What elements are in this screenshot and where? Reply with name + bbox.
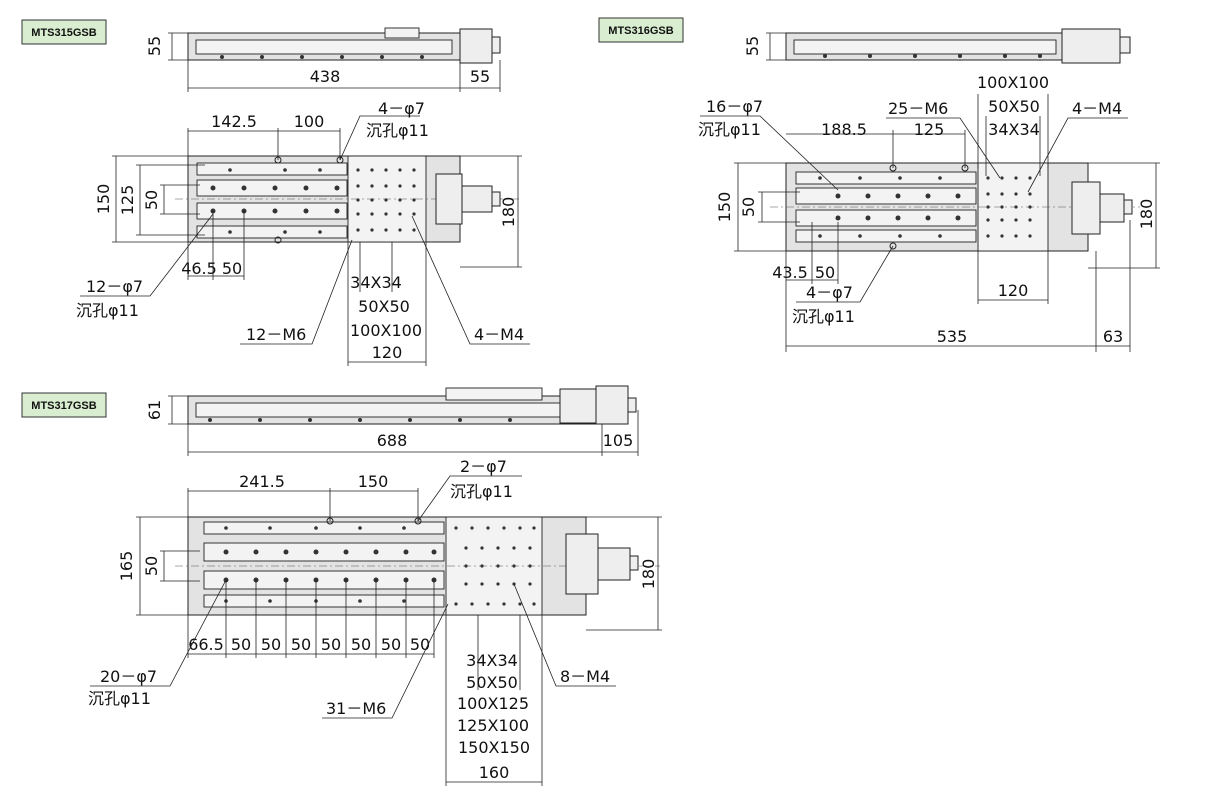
dim-120: 120: [998, 281, 1029, 300]
dim-pitch-5: 50: [351, 635, 371, 654]
dim-grid-125-100: 125X100: [457, 716, 529, 735]
model-badge-mts317: MTS317GSB: [21, 392, 107, 418]
callout-m4: 4－M4: [474, 325, 524, 344]
side-view-mts316: 55: [743, 28, 1131, 64]
side-view-mts315: 55 438 55: [145, 27, 501, 92]
dim-length: 688: [377, 431, 408, 450]
dim-165: 165: [117, 551, 136, 582]
dim-160: 160: [479, 763, 510, 782]
dim-length: 438: [310, 67, 341, 86]
callout-cb-label: 沉孔φ11: [450, 482, 513, 501]
dim-grid-34: 34X34: [988, 120, 1040, 139]
model-badge-mts316: MTS316GSB: [598, 17, 684, 43]
callout-holes-label: 沉孔φ11: [698, 120, 761, 139]
dim-pitch-2: 50: [261, 635, 281, 654]
callout-holes-count: 16－φ7: [706, 97, 763, 116]
dim-180: 180: [499, 197, 518, 228]
callout-m6: 31－M6: [326, 699, 386, 718]
top-view-mts315: 142.5 100 4－φ7 沉孔φ11 150 125 50 180: [76, 99, 530, 366]
callout-holes-label: 沉孔φ11: [76, 301, 139, 320]
model-badge-label: MTS316GSB: [608, 25, 673, 37]
dim-grid-34: 34X34: [350, 273, 402, 292]
callout-cb-count: 4－φ7: [806, 283, 853, 302]
top-view-mts317: 241.5 150 2－φ7 沉孔φ11 165 50 180: [88, 457, 662, 786]
dim-grid-150: 150X150: [458, 738, 530, 757]
dim-grid-50: 50X50: [988, 97, 1040, 116]
callout-holes-count: 12－φ7: [86, 277, 143, 296]
dim-grid-100: 100X100: [977, 73, 1049, 92]
dim-150: 150: [715, 192, 734, 223]
dim-grid-34: 34X34: [466, 651, 518, 670]
dim-grid-50: 50X50: [358, 297, 410, 316]
dim-height: 61: [145, 400, 164, 420]
dim-120: 120: [372, 343, 403, 362]
dim-pitch-0: 66.5: [188, 635, 224, 654]
callout-m4: 4－M4: [1072, 99, 1122, 118]
dim-pitch-7: 50: [410, 635, 430, 654]
dim-43-5: 43.5: [772, 263, 808, 282]
top-view-mts316: 100X100 50X50 34X34 16－φ7 沉孔φ11 25－M6 4－…: [698, 73, 1160, 352]
dim-grid-50: 50X50: [466, 673, 518, 692]
dim-46-5: 46.5: [181, 259, 217, 278]
dim-grid-100-125: 100X125: [457, 694, 529, 713]
dim-height: 55: [743, 36, 762, 56]
callout-m6: 25－M6: [888, 99, 948, 118]
dim-125: 125: [118, 185, 137, 216]
dim-pitch-3: 50: [291, 635, 311, 654]
callout-cb-label: 沉孔φ11: [792, 307, 855, 326]
side-view-mts317: 61 688 105: [145, 385, 639, 456]
dim-125: 125: [914, 120, 945, 139]
dim-motor: 63: [1103, 327, 1123, 346]
model-mts317: MTS317GSB 61 688 105: [21, 385, 662, 786]
dim-pitch-1: 50: [231, 635, 251, 654]
callout-m4: 8－M4: [560, 667, 610, 686]
dim-pitch-6: 50: [381, 635, 401, 654]
dim-50-vertical: 50: [142, 556, 161, 576]
dim-50-horizontal: 50: [222, 259, 242, 278]
dim-grid-100: 100X100: [350, 321, 422, 340]
dim-150: 150: [94, 184, 113, 215]
model-badge-label: MTS315GSB: [31, 27, 96, 39]
dim-150: 150: [358, 472, 389, 491]
dim-height: 55: [145, 36, 164, 56]
dim-188-5: 188.5: [821, 120, 867, 139]
dim-length: 535: [937, 327, 968, 346]
dim-180: 180: [1137, 199, 1156, 230]
model-mts315: MTS315GSB 55 438 55: [21, 19, 530, 366]
model-mts316: MTS316GSB 55: [598, 17, 1160, 352]
dim-motor: 105: [603, 431, 634, 450]
dim-50-vertical: 50: [739, 197, 758, 217]
callout-cb-label: 沉孔φ11: [366, 121, 429, 140]
callout-holes-label: 沉孔φ11: [88, 689, 151, 708]
dim-100: 100: [294, 112, 325, 131]
callout-cb-count: 2－φ7: [460, 457, 507, 476]
model-badge-mts315: MTS315GSB: [21, 19, 107, 45]
dim-motor: 55: [470, 67, 490, 86]
callout-holes-count: 20－φ7: [100, 667, 157, 686]
dim-50-vertical: 50: [142, 190, 161, 210]
callout-m6: 12－M6: [246, 325, 306, 344]
dim-142-5: 142.5: [211, 112, 257, 131]
callout-cb-count: 4－φ7: [378, 99, 425, 118]
dim-50-horizontal: 50: [815, 263, 835, 282]
model-badge-label: MTS317GSB: [31, 400, 96, 412]
dim-180: 180: [639, 559, 658, 590]
dim-241-5: 241.5: [239, 472, 285, 491]
dim-pitch-4: 50: [321, 635, 341, 654]
